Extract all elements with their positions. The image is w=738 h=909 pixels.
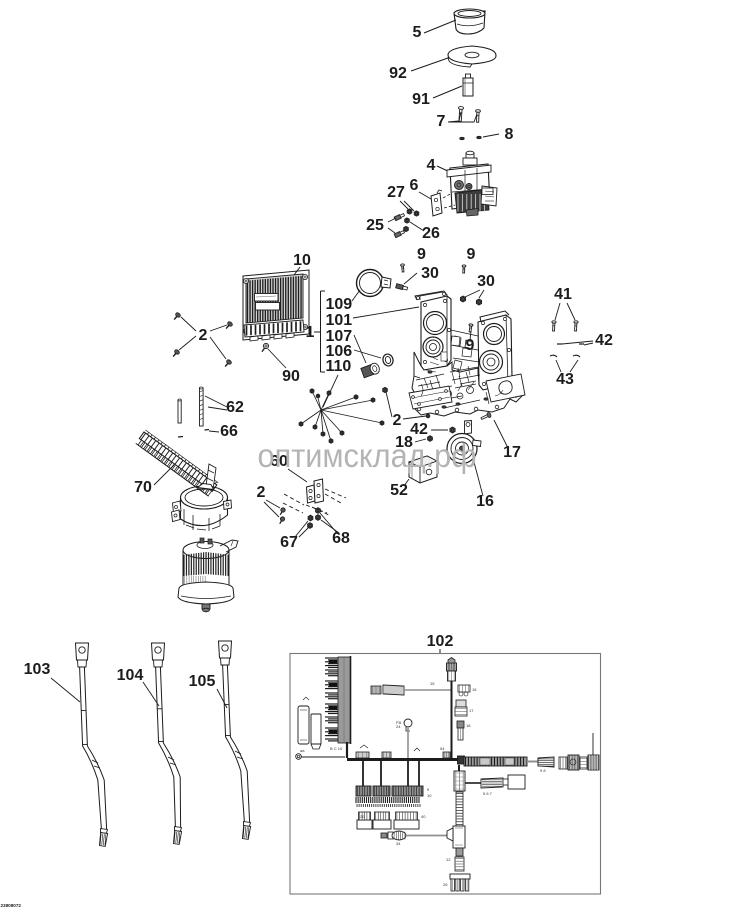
svg-text:30: 30 [477, 273, 495, 290]
svg-text:107: 107 [326, 328, 353, 345]
svg-text:17: 17 [503, 444, 521, 461]
svg-text:2: 2 [199, 327, 208, 344]
svg-text:68: 68 [332, 530, 350, 547]
svg-text:66: 66 [220, 423, 238, 440]
svg-text:41: 41 [554, 286, 572, 303]
svg-text:92: 92 [389, 65, 407, 82]
svg-text:5 6 7: 5 6 7 [483, 791, 493, 796]
svg-text:9: 9 [417, 246, 426, 263]
svg-text:105: 105 [189, 673, 216, 690]
svg-text:9: 9 [467, 246, 476, 263]
svg-text:24: 24 [396, 724, 401, 729]
svg-text:FB: FB [396, 720, 401, 725]
svg-text:54: 54 [440, 746, 445, 751]
svg-text:106: 106 [326, 343, 353, 360]
svg-text:9: 9 [466, 337, 475, 354]
svg-text:110: 110 [326, 358, 352, 375]
svg-text:8: 8 [505, 126, 514, 143]
svg-text:5: 5 [413, 24, 422, 41]
svg-text:23808072: 23808072 [1, 903, 22, 908]
svg-text:aa: aa [300, 748, 305, 753]
svg-text:1: 1 [306, 324, 315, 341]
svg-text:18: 18 [466, 723, 471, 728]
svg-text:104: 104 [117, 667, 144, 684]
svg-text:103: 103 [24, 661, 51, 678]
svg-text:60: 60 [270, 453, 288, 470]
svg-text:оптимсклад.рф: оптимсклад.рф [258, 437, 477, 474]
svg-text:27: 27 [387, 184, 405, 201]
svg-text:6: 6 [410, 177, 419, 194]
svg-text:52: 52 [390, 482, 408, 499]
svg-text:16: 16 [472, 687, 477, 692]
svg-text:62: 62 [226, 399, 244, 416]
svg-text:B C 10: B C 10 [330, 746, 343, 751]
svg-text:9: 9 [427, 787, 430, 792]
svg-text:109: 109 [326, 296, 353, 313]
svg-text:16: 16 [476, 493, 494, 510]
svg-text:10: 10 [293, 252, 311, 269]
svg-text:10: 10 [427, 793, 432, 798]
svg-text:25: 25 [366, 217, 384, 234]
svg-text:18: 18 [395, 434, 413, 451]
svg-text:42: 42 [595, 332, 613, 349]
svg-text:26: 26 [443, 882, 448, 887]
svg-text:2: 2 [393, 412, 402, 429]
svg-text:70: 70 [134, 479, 152, 496]
svg-text:20: 20 [360, 814, 365, 819]
svg-text:30: 30 [421, 265, 439, 282]
svg-text:42: 42 [410, 421, 428, 438]
svg-text:9 8: 9 8 [540, 768, 546, 773]
svg-text:12: 12 [446, 857, 451, 862]
svg-text:101: 101 [326, 312, 353, 329]
svg-text:102: 102 [427, 633, 454, 650]
svg-text:26: 26 [422, 225, 440, 242]
svg-text:91: 91 [412, 91, 430, 108]
svg-text:34: 34 [396, 841, 401, 846]
svg-text:40: 40 [421, 814, 426, 819]
svg-text:43: 43 [556, 371, 574, 388]
svg-text:17: 17 [469, 708, 474, 713]
svg-text:4: 4 [427, 157, 436, 174]
svg-text:2: 2 [257, 484, 266, 501]
svg-text:15: 15 [430, 681, 435, 686]
svg-text:7: 7 [437, 113, 446, 130]
svg-text:90: 90 [282, 368, 300, 385]
svg-text:67: 67 [280, 534, 298, 551]
